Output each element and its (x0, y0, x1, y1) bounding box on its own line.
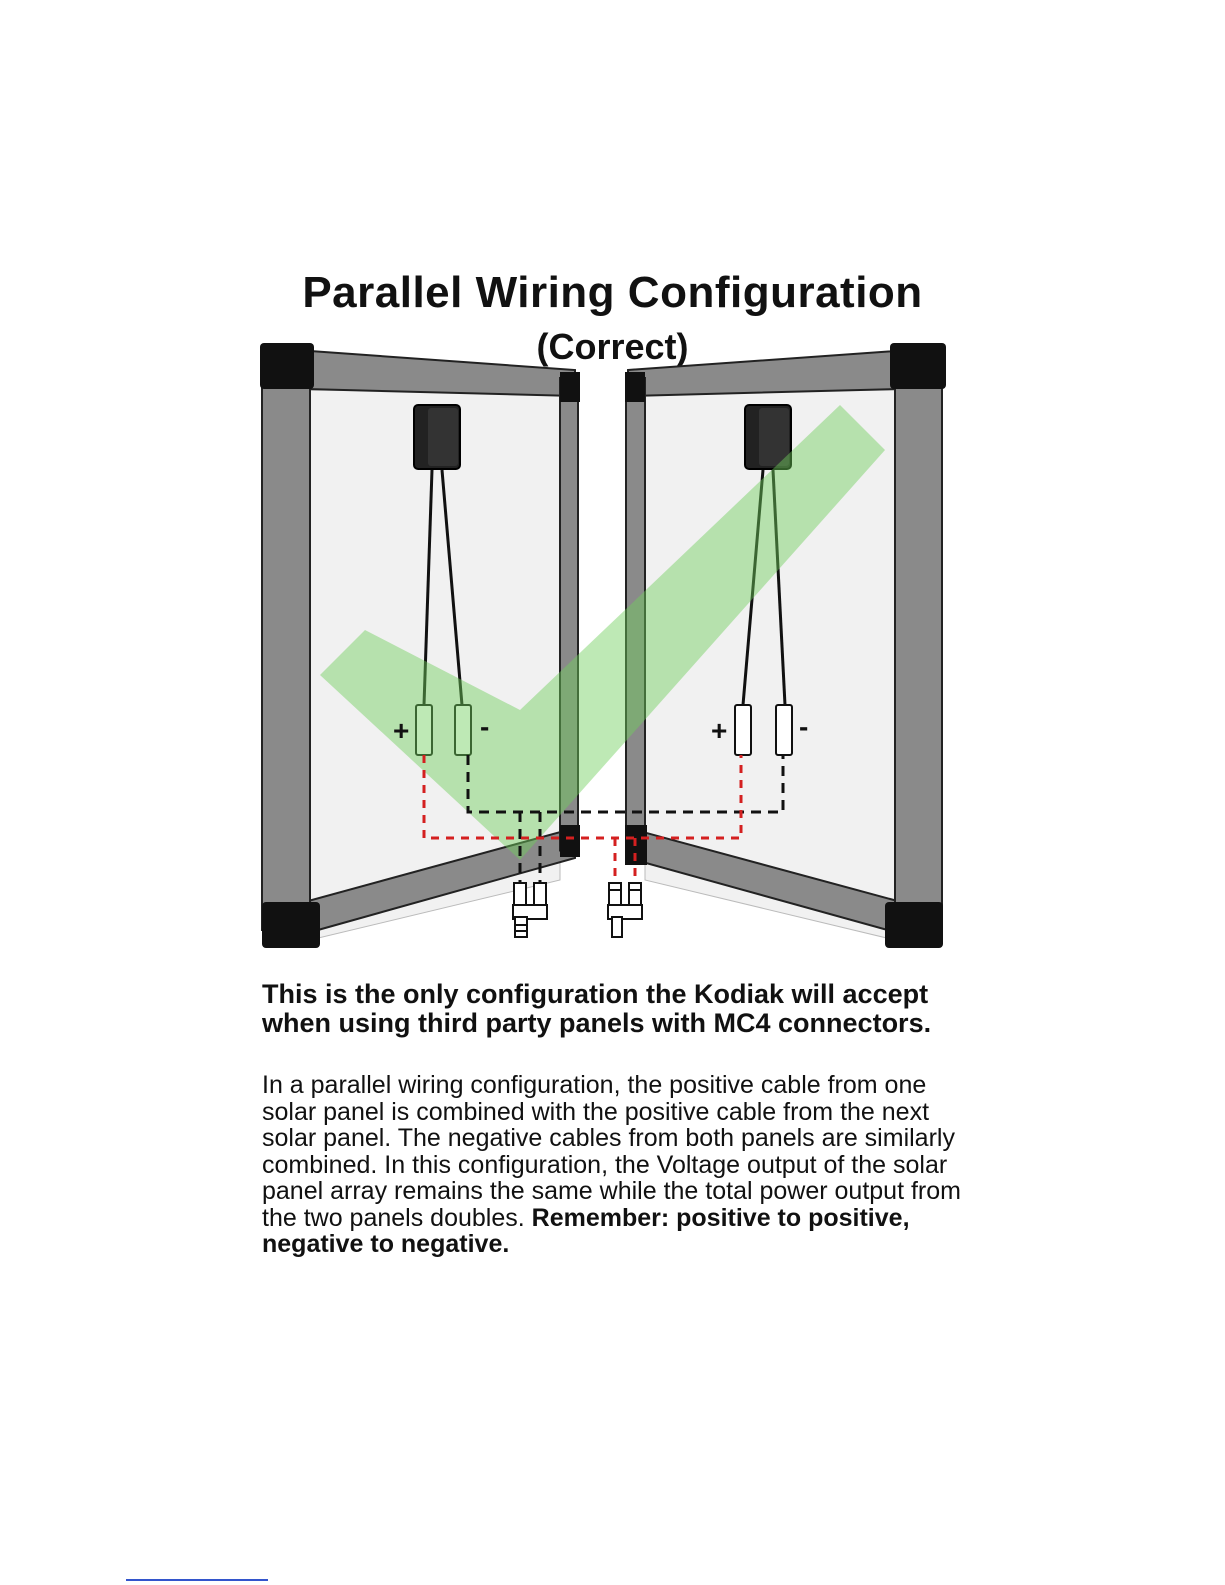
right-panel-corner-br (885, 902, 943, 948)
left-negative-label: - (480, 711, 489, 742)
right-negative-connector (775, 704, 793, 756)
positive-branch-connector (607, 882, 643, 938)
config-description: In a parallel wiring configuration, the … (262, 1072, 962, 1258)
footer-link-underline (126, 1579, 268, 1581)
checkmark (320, 405, 885, 860)
left-panel-corner-br (560, 825, 580, 857)
left-panel-corner-bl (262, 902, 320, 948)
left-panel-top-rail (267, 346, 576, 398)
description-emphasis: Remember: positive to positive, negative… (262, 1203, 910, 1258)
negative-wires (466, 755, 785, 885)
left-panel-corner-tr (560, 372, 580, 402)
diagram-subtitle: (Correct) (536, 326, 689, 367)
right-negative-label: - (799, 711, 808, 742)
left-panel-corner-tl (260, 343, 314, 389)
diagram-title: Parallel Wiring Configuration (302, 268, 923, 317)
right-panel-corner-tl (625, 372, 645, 402)
right-panel-corner-tr (890, 343, 946, 389)
right-panel-right-rail (894, 358, 943, 931)
right-solar-panel (625, 343, 946, 948)
description-text: In a parallel wiring configuration, the … (262, 1071, 961, 1232)
left-solar-panel (260, 343, 580, 948)
right-positive-connector (734, 704, 752, 756)
left-positive-label: + (393, 715, 409, 746)
positive-wires (422, 755, 743, 885)
left-negative-connector (454, 704, 472, 756)
config-heading: This is the only configuration the Kodia… (262, 979, 932, 1038)
left-panel-left-rail (261, 358, 311, 931)
negative-branch-connector (512, 882, 548, 938)
right-positive-label: + (711, 715, 727, 746)
